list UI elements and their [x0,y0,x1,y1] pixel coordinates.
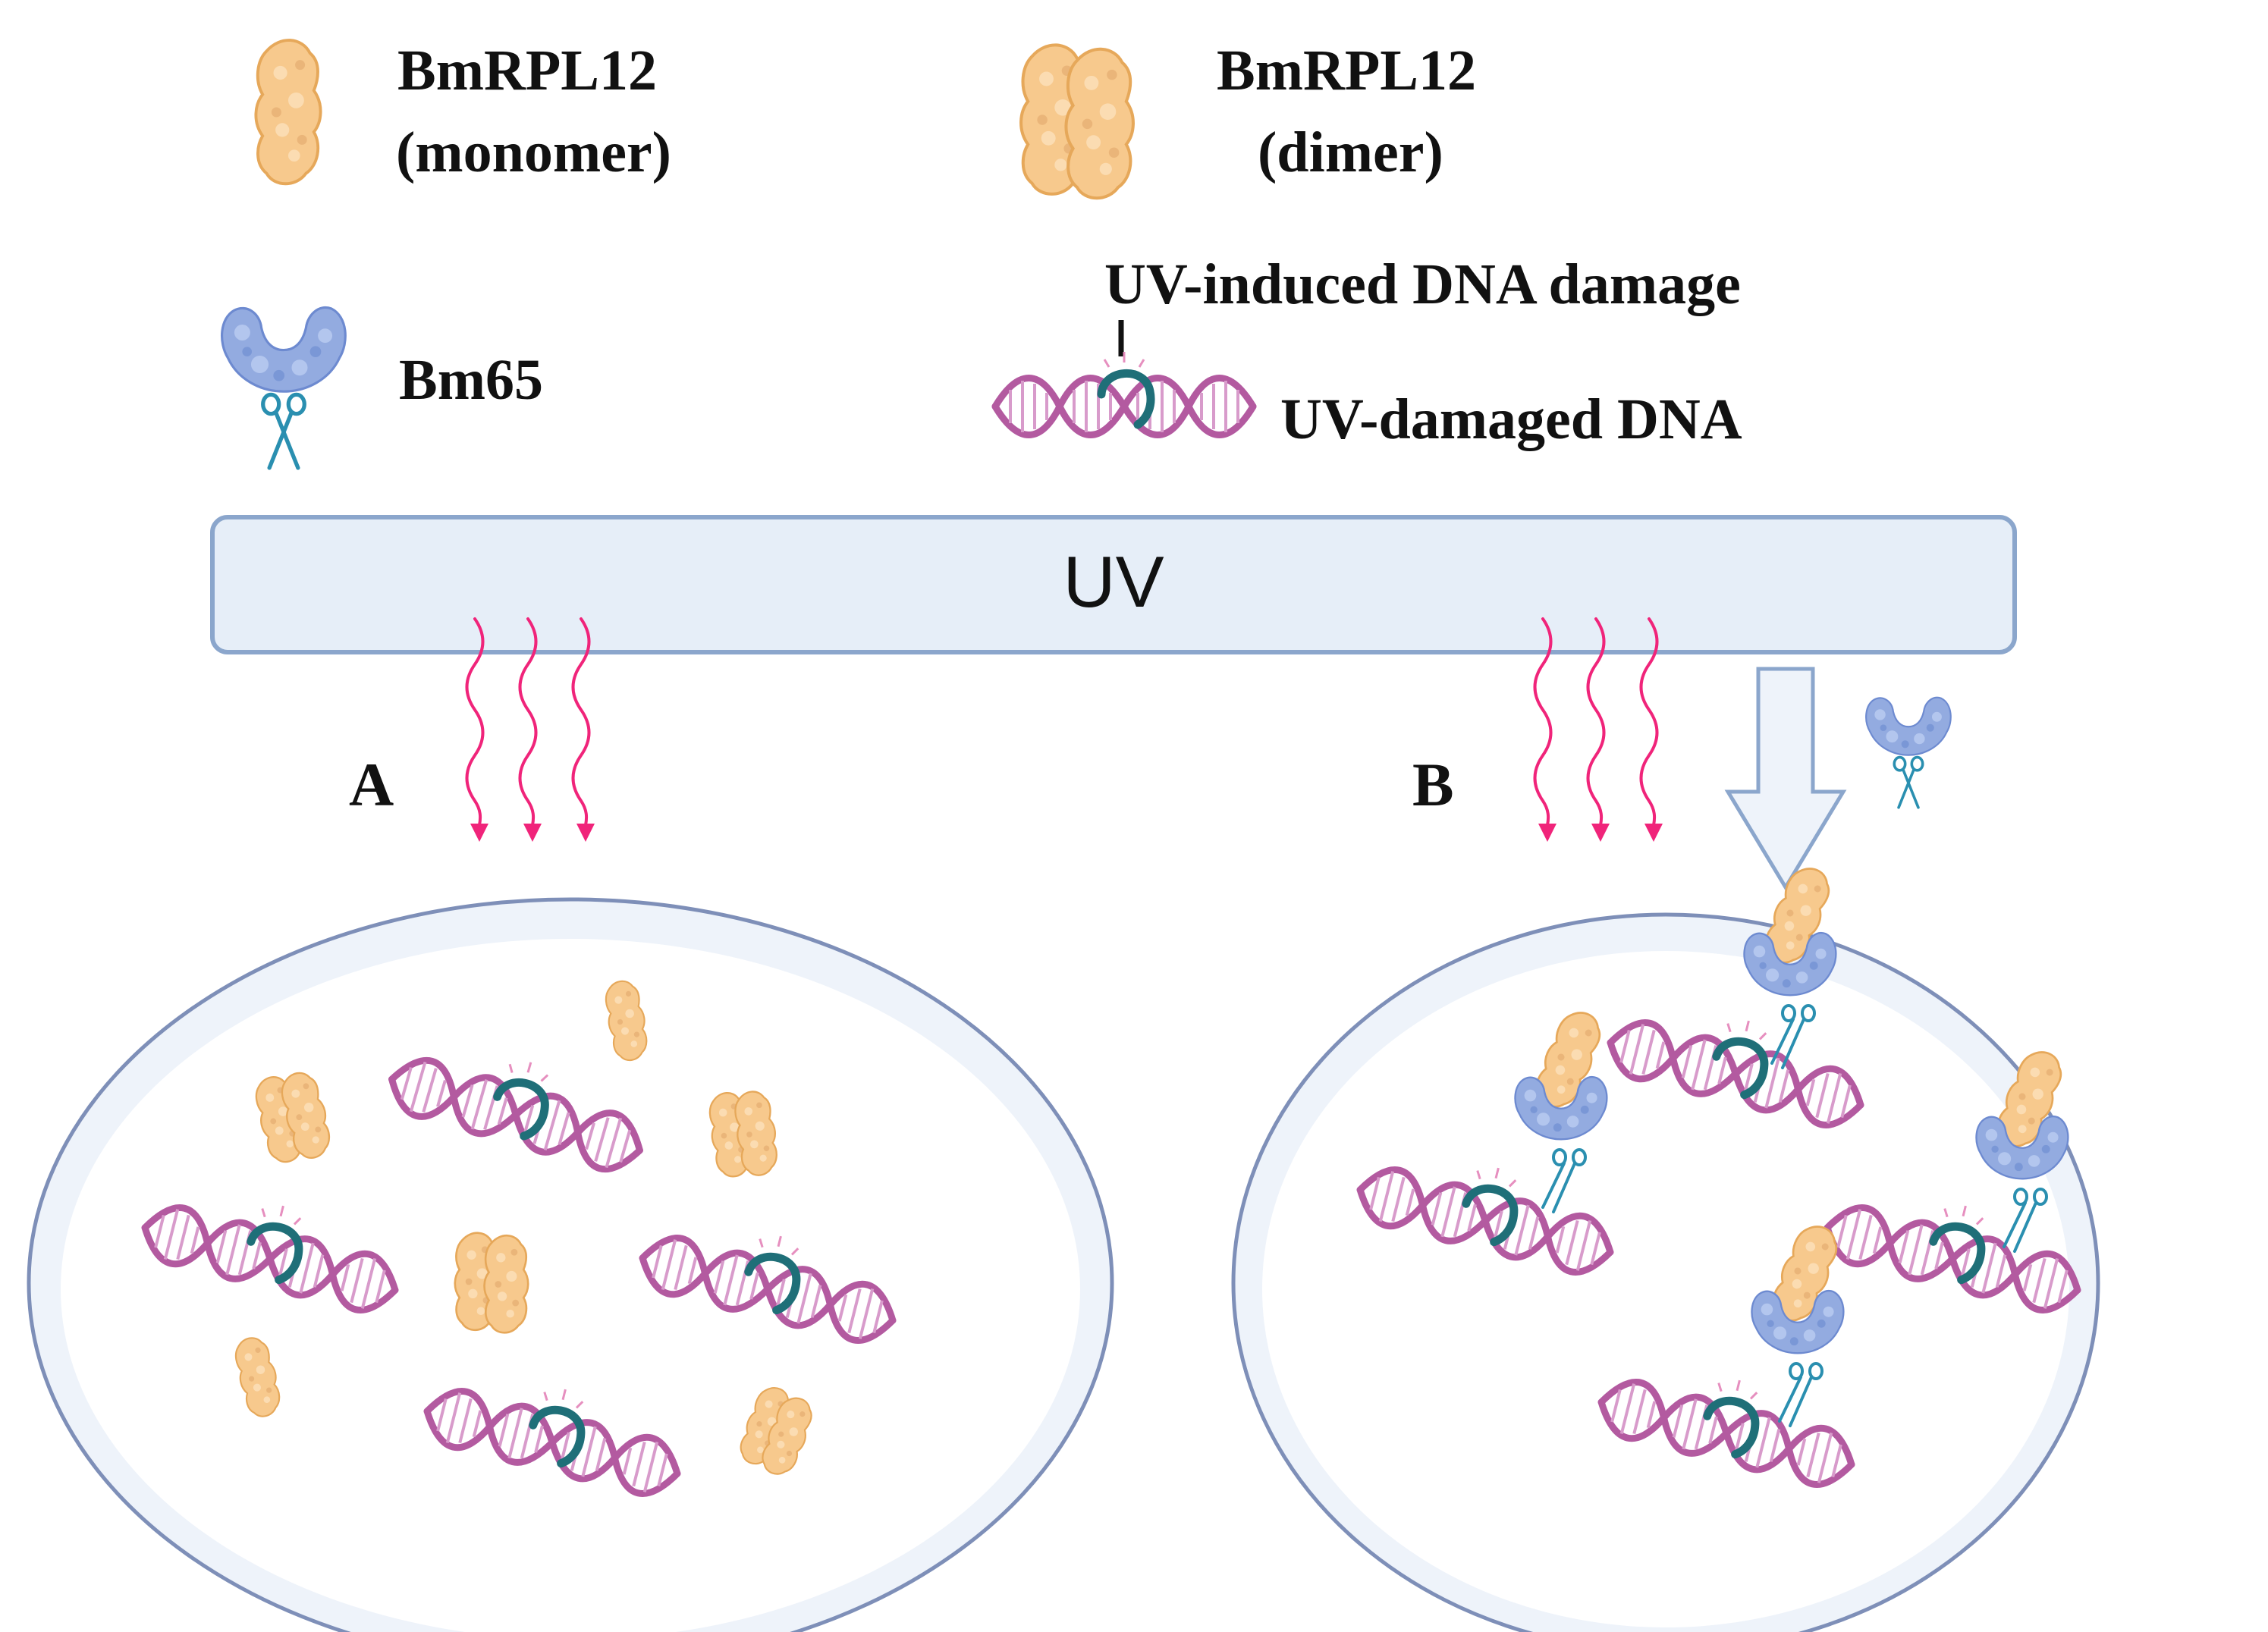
dimer-icon [455,1233,528,1333]
dimer-icon [1021,45,1133,198]
legend-monomer-line1: BmRPL12 [397,39,657,102]
damaged-dna-icon [995,352,1253,435]
panel-b-label: B [1412,750,1454,819]
legend-monomer-line2: (monomer) [396,121,671,184]
legend-bm65: Bm65 [399,348,543,412]
panel-a-label: A [349,750,394,819]
legend-dimer-line2: (dimer) [1258,121,1443,184]
cell-a [27,897,1114,1632]
bm65-icon [1866,698,1951,808]
legend-uv-damage: UV-induced DNA damage [1104,253,1741,316]
monomer-icon [254,39,322,186]
legend-dimer-line1: BmRPL12 [1217,39,1476,102]
legend: BmRPL12 (monomer) BmRPL12 (dimer) Bm65 U… [222,39,1742,468]
bm65-icon [222,308,346,468]
uv-bar: UV [210,515,2017,654]
uv-bar-label: UV [1063,541,1164,623]
legend-uv-damaged-dna: UV-damaged DNA [1280,388,1742,451]
delivery-arrow [1724,667,1847,891]
cell-b [1231,862,2100,1632]
